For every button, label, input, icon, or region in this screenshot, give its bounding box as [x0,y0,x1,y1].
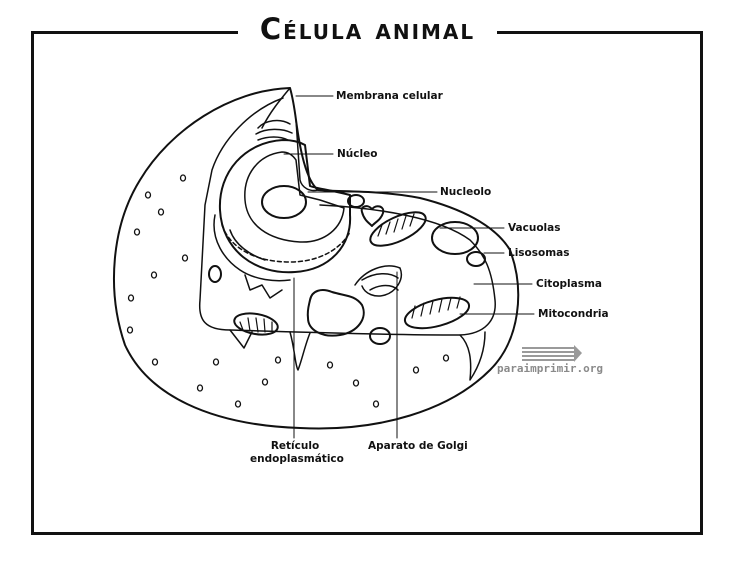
nuclear-envelope [221,224,351,263]
mito-3-cristae [239,317,273,333]
vacuole-large [306,289,365,337]
label-citoplasma: Citoplasma [536,278,603,290]
watermark-logo [522,345,582,362]
lysosome-3 [369,327,391,345]
label-mitocondria: Mitocondria [538,308,609,320]
diagram-title: Célula animal [237,12,498,46]
golgi-top [255,119,293,141]
label-reticulo-line1: Retículo [270,440,320,452]
mitochondrion-3 [233,312,279,336]
label-nucleo: Núcleo [337,148,378,160]
lysosome-4 [208,265,222,283]
mito-1-cristae [377,213,415,237]
label-membrana-celular: Membrana celular [336,90,443,102]
watermark-text: paraimprimir.org [497,362,603,375]
nucleus-inner [244,151,345,243]
vacuole-heart [360,205,385,227]
label-nucleolo: Nucleolo [440,186,492,198]
vacuole-1 [431,221,479,255]
mito-2-cristae [411,296,461,319]
cytoplasm-drips [229,329,486,381]
cut-face-inner [198,97,496,336]
label-reticulo: Retículo endoplasmático [250,440,344,466]
label-lisosomas: Lisosomas [508,247,570,259]
title-wrap: Célula animal [0,12,735,46]
mitochondria [233,211,471,336]
label-aparato-golgi: Aparato de Golgi [368,440,468,452]
label-vacuolas: Vacuolas [508,222,561,234]
lysosome-1 [466,251,486,267]
nucleus-outer [218,139,352,274]
nucleus [218,139,352,274]
golgi-mid [354,265,402,297]
label-reticulo-line2: endoplasmático [250,453,344,465]
mitochondrion-2 [403,296,471,330]
nucleolus [261,185,307,219]
cytoplasm-granules [126,174,450,408]
lysosome-2 [347,194,365,208]
mitochondrion-1 [369,211,427,247]
er-folds [213,214,291,299]
